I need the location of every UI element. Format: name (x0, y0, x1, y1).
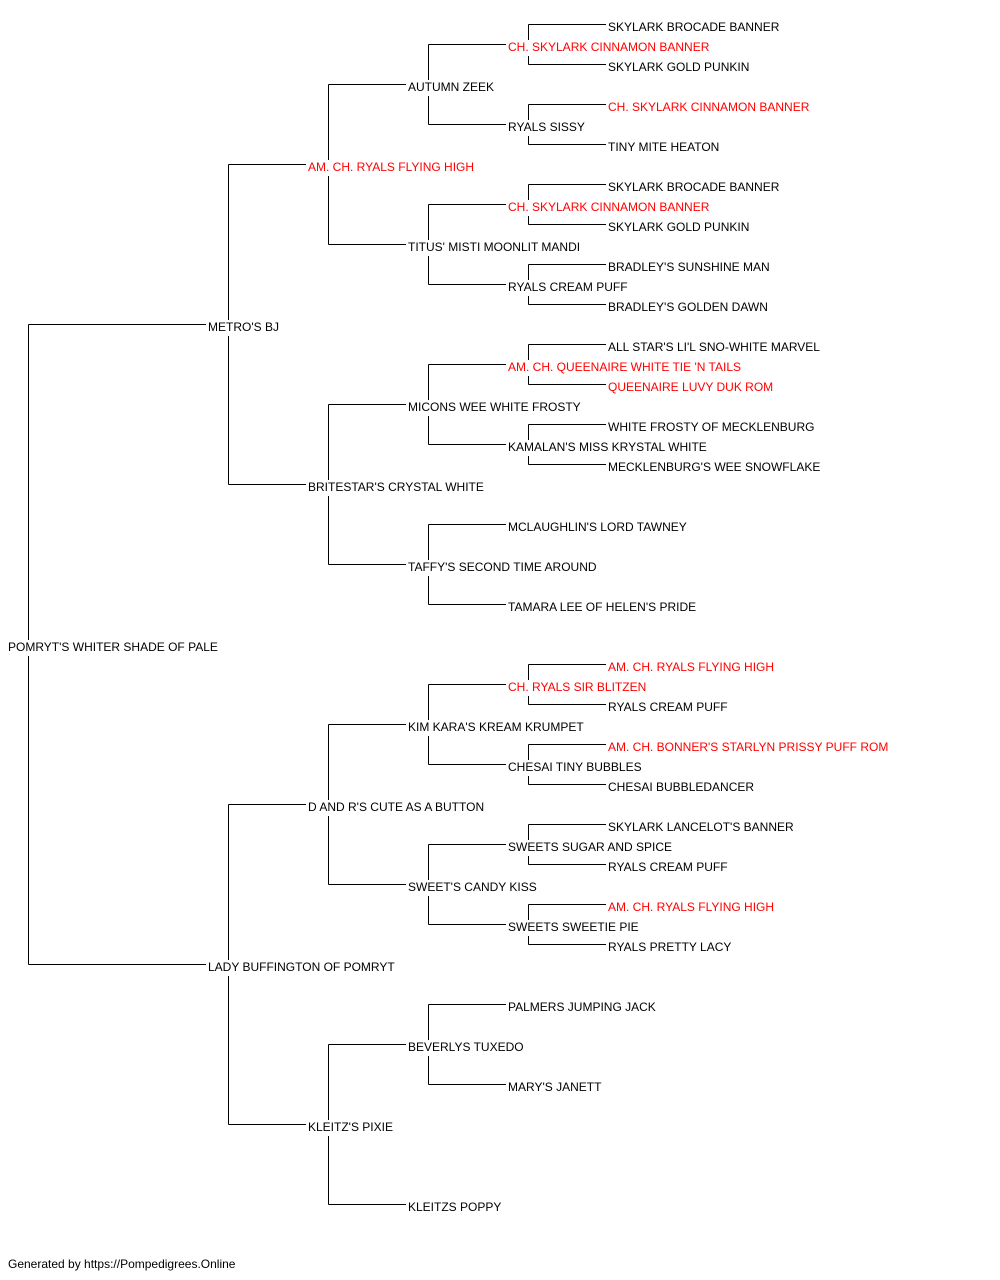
ancestor-name: MARY'S JANETT (508, 1080, 604, 1094)
ancestor-name: SWEET'S CANDY KISS (408, 880, 539, 894)
ancestor-name: WHITE FROSTY OF MECKLENBURG (608, 420, 817, 434)
ancestor-name: RYALS PRETTY LACY (608, 940, 734, 954)
ancestor-name: D AND R'S CUTE AS A BUTTON (308, 800, 487, 814)
ancestor-name: CH. RYALS SIR BLITZEN (508, 680, 649, 694)
ancestor-name: KLEITZS POPPY (408, 1200, 504, 1214)
ancestor-name: AM. CH. RYALS FLYING HIGH (608, 660, 777, 674)
ancestor-name: ALL STAR'S LI'L SNO-WHITE MARVEL (608, 340, 822, 354)
ancestor-name: AM. CH. RYALS FLYING HIGH (608, 900, 777, 914)
ancestor-name: SWEETS SWEETIE PIE (508, 920, 641, 934)
subject-dog-name: POMRYT'S WHITER SHADE OF PALE (8, 640, 220, 654)
ancestor-name: BRADLEY'S GOLDEN DAWN (608, 300, 770, 314)
ancestor-name: MCLAUGHLIN'S LORD TAWNEY (508, 520, 689, 534)
ancestor-name: CH. SKYLARK CINNAMON BANNER (508, 40, 712, 54)
ancestor-name: RYALS SISSY (508, 120, 587, 134)
ancestor-name: KIM KARA'S KREAM KRUMPET (408, 720, 586, 734)
ancestor-name: AUTUMN ZEEK (408, 80, 497, 94)
ancestor-name: MECKLENBURG'S WEE SNOWFLAKE (608, 460, 823, 474)
ancestor-name: KLEITZ'S PIXIE (308, 1120, 395, 1134)
ancestor-name: SWEETS SUGAR AND SPICE (508, 840, 675, 854)
ancestor-name: CH. SKYLARK CINNAMON BANNER (508, 200, 712, 214)
ancestor-name: TINY MITE HEATON (608, 140, 722, 154)
ancestor-name: AM. CH. BONNER'S STARLYN PRISSY PUFF ROM (608, 740, 891, 754)
ancestor-name: METRO'S BJ (208, 320, 281, 334)
ancestor-name: SKYLARK BROCADE BANNER (608, 20, 782, 34)
ancestor-name: SKYLARK BROCADE BANNER (608, 180, 782, 194)
ancestor-name: AM. CH. QUEENAIRE WHITE TIE 'N TAILS (508, 360, 743, 374)
ancestor-name: CH. SKYLARK CINNAMON BANNER (608, 100, 812, 114)
ancestor-name: QUEENAIRE LUVY DUK ROM (608, 380, 776, 394)
ancestor-name: TAMARA LEE OF HELEN'S PRIDE (508, 600, 699, 614)
ancestor-name: RYALS CREAM PUFF (608, 860, 730, 874)
ancestor-name: PALMERS JUMPING JACK (508, 1000, 658, 1014)
footer-credit: Generated by https://Pompedigrees.Online (8, 1257, 236, 1271)
ancestor-name: AM. CH. RYALS FLYING HIGH (308, 160, 477, 174)
ancestor-name: CHESAI BUBBLEDANCER (608, 780, 757, 794)
ancestor-name: SKYLARK LANCELOT'S BANNER (608, 820, 796, 834)
ancestor-name: SKYLARK GOLD PUNKIN (608, 60, 752, 74)
ancestor-name: CHESAI TINY BUBBLES (508, 760, 644, 774)
ancestor-name: MICONS WEE WHITE FROSTY (408, 400, 583, 414)
ancestor-name: TITUS' MISTI MOONLIT MANDI (408, 240, 583, 254)
ancestor-name: BEVERLYS TUXEDO (408, 1040, 526, 1054)
ancestor-name: SKYLARK GOLD PUNKIN (608, 220, 752, 234)
ancestor-name: BRITESTAR'S CRYSTAL WHITE (308, 480, 486, 494)
ancestor-name: KAMALAN'S MISS KRYSTAL WHITE (508, 440, 709, 454)
ancestor-name: BRADLEY'S SUNSHINE MAN (608, 260, 772, 274)
ancestor-name: TAFFY'S SECOND TIME AROUND (408, 560, 599, 574)
ancestor-name: LADY BUFFINGTON OF POMRYT (208, 960, 397, 974)
ancestor-name: RYALS CREAM PUFF (608, 700, 730, 714)
ancestor-name: RYALS CREAM PUFF (508, 280, 630, 294)
